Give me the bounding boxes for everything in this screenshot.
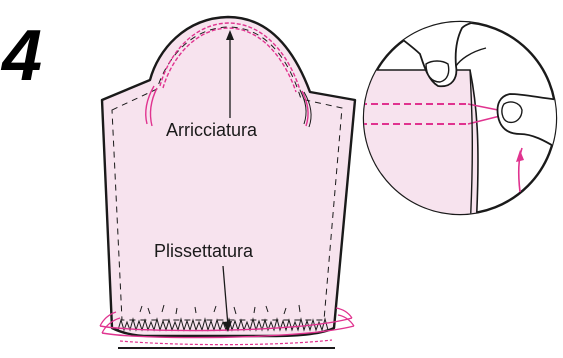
pleating-label: Plissettatura [154,241,253,261]
gathering-label: Arricciatura [166,120,257,140]
step-number: 4 [2,20,42,92]
sleeve-outline [102,17,355,336]
detail-thumbnail-right [502,102,522,122]
detail-inset [360,19,560,230]
hem-stitch [120,340,332,345]
sleeve-piece [100,17,355,348]
